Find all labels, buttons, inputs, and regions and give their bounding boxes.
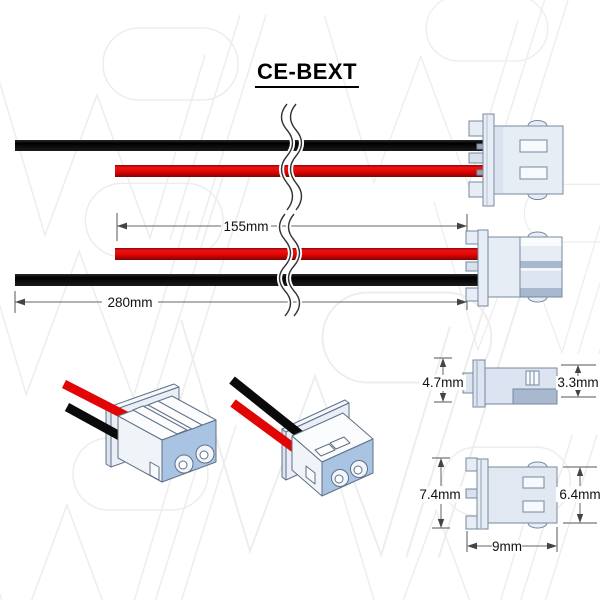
housing-side-dimension-view: 7.4mm 6.4mm 9mm (416, 457, 600, 554)
red-wire-length-label: 155mm (223, 219, 268, 234)
housing-overall-height-label: 7.4mm (419, 487, 460, 502)
cable-assembly-top-view: 155mm 280mm (14, 212, 563, 318)
break-lines (279, 102, 304, 212)
latch (305, 465, 316, 485)
cable-assembly-side-view (15, 102, 564, 212)
dimension-3.3mm: 3.3mm (556, 364, 600, 398)
black-wire-length-label: 280mm (107, 295, 152, 310)
housing-window (519, 139, 548, 153)
housing-slot (329, 436, 351, 450)
dimension-7.4mm: 7.4mm (416, 457, 463, 529)
connector-housing-top-view (465, 229, 563, 307)
housing-slot (314, 443, 336, 457)
connector-iso-front-view (61, 379, 217, 483)
housing-window (522, 500, 545, 513)
page-title: CE-BEXT (254, 59, 360, 88)
latch (149, 461, 160, 481)
dimension-155mm: 155mm (116, 213, 468, 241)
black-wire (229, 376, 305, 440)
latch-detail (525, 370, 540, 386)
black-wire (15, 274, 483, 286)
red-wire (230, 399, 297, 452)
terminal-ridge (147, 400, 203, 430)
connector-housing-side-view (468, 113, 564, 207)
housing-profile-body (462, 359, 558, 408)
housing-window (519, 166, 548, 180)
break-lines (277, 212, 302, 318)
latch-section-height-label: 3.3mm (557, 375, 598, 390)
terminal-ridge (132, 405, 188, 435)
dimension-4.7mm: 4.7mm (420, 357, 466, 403)
housing-profile-dimension-view: 4.7mm 3.3mm (420, 357, 600, 408)
connector-iso-top-view (229, 376, 374, 497)
rear-flange-height-label: 4.7mm (422, 375, 463, 390)
housing-overall-width-label: 9mm (492, 539, 522, 554)
dimension-9mm: 9mm (466, 527, 558, 554)
housing-body-height-label: 6.4mm (559, 487, 600, 502)
dimension-6.4mm: 6.4mm (556, 466, 600, 524)
housing-window (522, 476, 545, 489)
red-wire (115, 165, 483, 177)
housing-side-body (465, 457, 558, 530)
black-wire (15, 140, 483, 151)
dimension-280mm: 280mm (14, 291, 468, 313)
